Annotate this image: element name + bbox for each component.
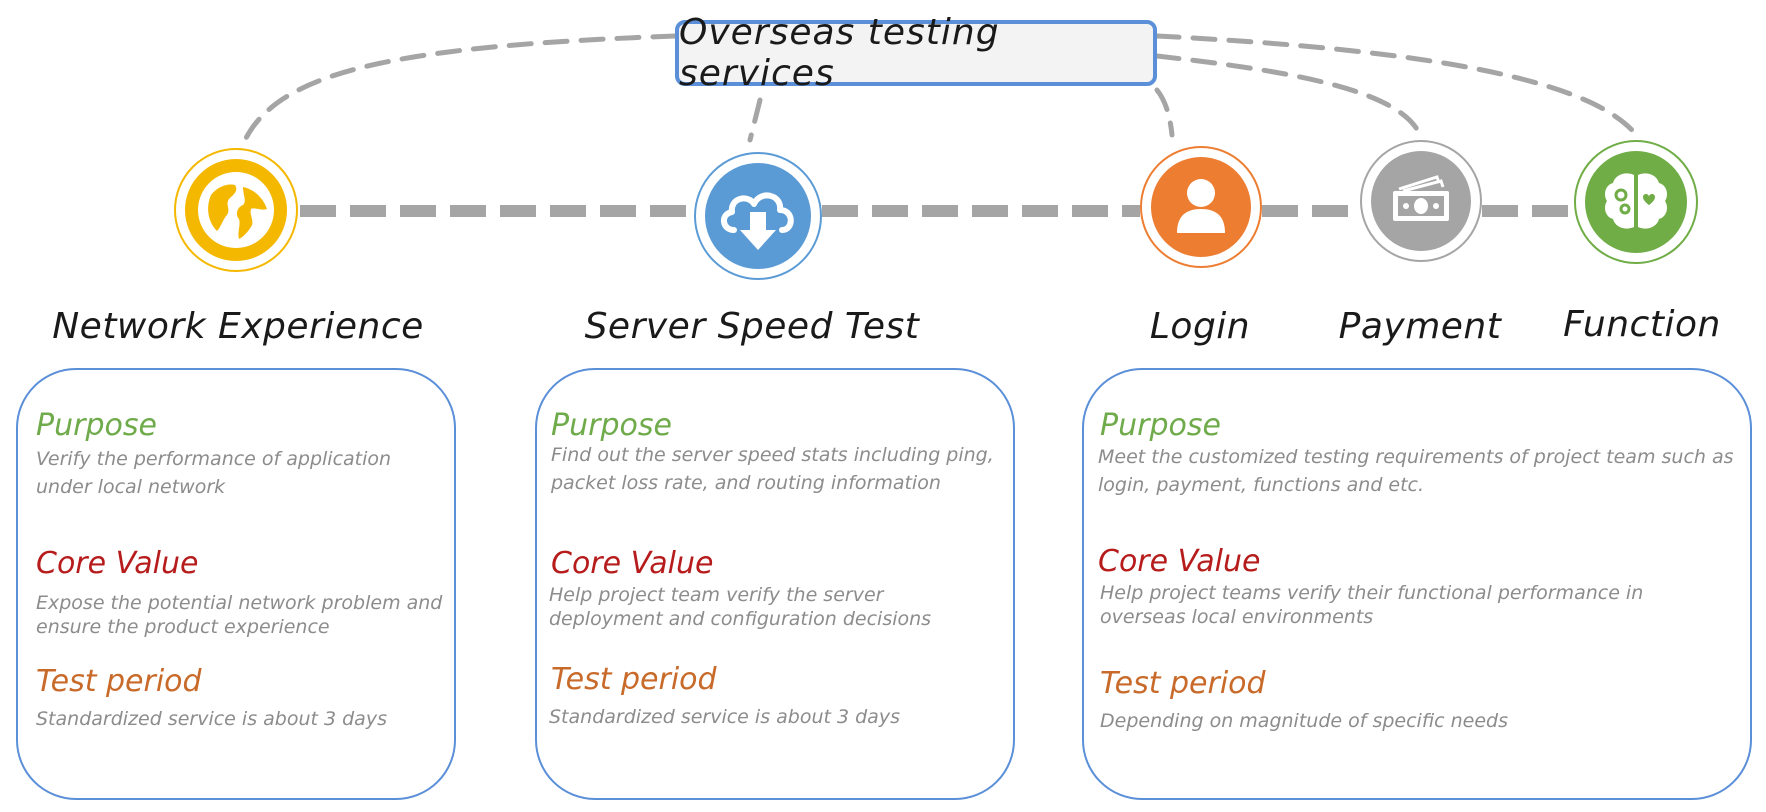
purpose-heading: Purpose — [1100, 408, 1221, 443]
test-period-heading: Test period — [551, 662, 717, 697]
core-value-heading: Core Value — [36, 546, 199, 581]
globe-icon — [198, 172, 274, 248]
test-period-heading: Test period — [36, 664, 202, 699]
connector-arc-payment — [1154, 53, 1423, 138]
test-period-text-line: Depending on magnitude of specific needs — [1100, 710, 1508, 732]
node-login — [1140, 146, 1262, 268]
node-label-network-experience: Network Experience — [52, 306, 424, 347]
purpose-text-line: Verify the performance of application — [36, 448, 392, 470]
test-period-text-line: Standardized service is about 3 days — [549, 706, 900, 728]
core-value-heading: Core Value — [1098, 544, 1261, 579]
purpose-heading: Purpose — [36, 408, 157, 443]
card-customized-testing: Purpose Meet the customized testing requ… — [1082, 368, 1752, 800]
connector-arc-login — [1154, 87, 1175, 138]
core-value-heading: Core Value — [551, 546, 714, 581]
core-value-text-line: overseas local environments — [1100, 606, 1374, 628]
node-label-login: Login — [1149, 306, 1251, 347]
user-icon — [1177, 179, 1225, 233]
node-server-speed-test — [694, 152, 822, 280]
core-value-text-line: Help project teams verify their function… — [1100, 582, 1644, 604]
node-function — [1574, 140, 1698, 264]
purpose-text-line: under local network — [36, 476, 226, 498]
money-icon — [1393, 175, 1449, 221]
core-value-text-line: ensure the product experience — [36, 616, 330, 638]
core-value-text-line: deployment and configuration decisions — [549, 608, 932, 630]
connector-arc-server — [747, 97, 763, 143]
title-box: Overseas testing services — [675, 12, 1157, 94]
core-value-text-line: Expose the potential network problem and — [36, 592, 443, 614]
node-label-function: Function — [1563, 304, 1721, 345]
node-network-experience — [174, 148, 298, 272]
test-period-text-line: Standardized service is about 3 days — [36, 708, 387, 730]
purpose-heading: Purpose — [551, 408, 672, 443]
node-label-payment: Payment — [1338, 306, 1502, 347]
node-label-server-speed-test: Server Speed Test — [584, 306, 920, 347]
purpose-text-line: Meet the customized testing requirements… — [1098, 446, 1734, 468]
diagram-title: Overseas testing services — [679, 12, 1000, 94]
node-payment — [1360, 140, 1482, 262]
test-period-heading: Test period — [1100, 666, 1266, 701]
purpose-text-line: Find out the server speed stats includin… — [551, 444, 994, 466]
purpose-text-line: login, payment, functions and etc. — [1098, 474, 1425, 496]
cloud-download-icon — [721, 192, 794, 250]
brain-icon — [1605, 173, 1667, 229]
core-value-text-line: Help project team verify the server — [549, 584, 884, 606]
card-server-speed-test: Purpose Find out the server speed stats … — [535, 368, 1015, 800]
card-network-experience: Purpose Verify the performance of applic… — [16, 368, 456, 800]
connector-arc-network — [242, 33, 678, 143]
connector-arc-function — [1154, 33, 1643, 143]
purpose-text-line: packet loss rate, and routing informatio… — [551, 472, 941, 494]
